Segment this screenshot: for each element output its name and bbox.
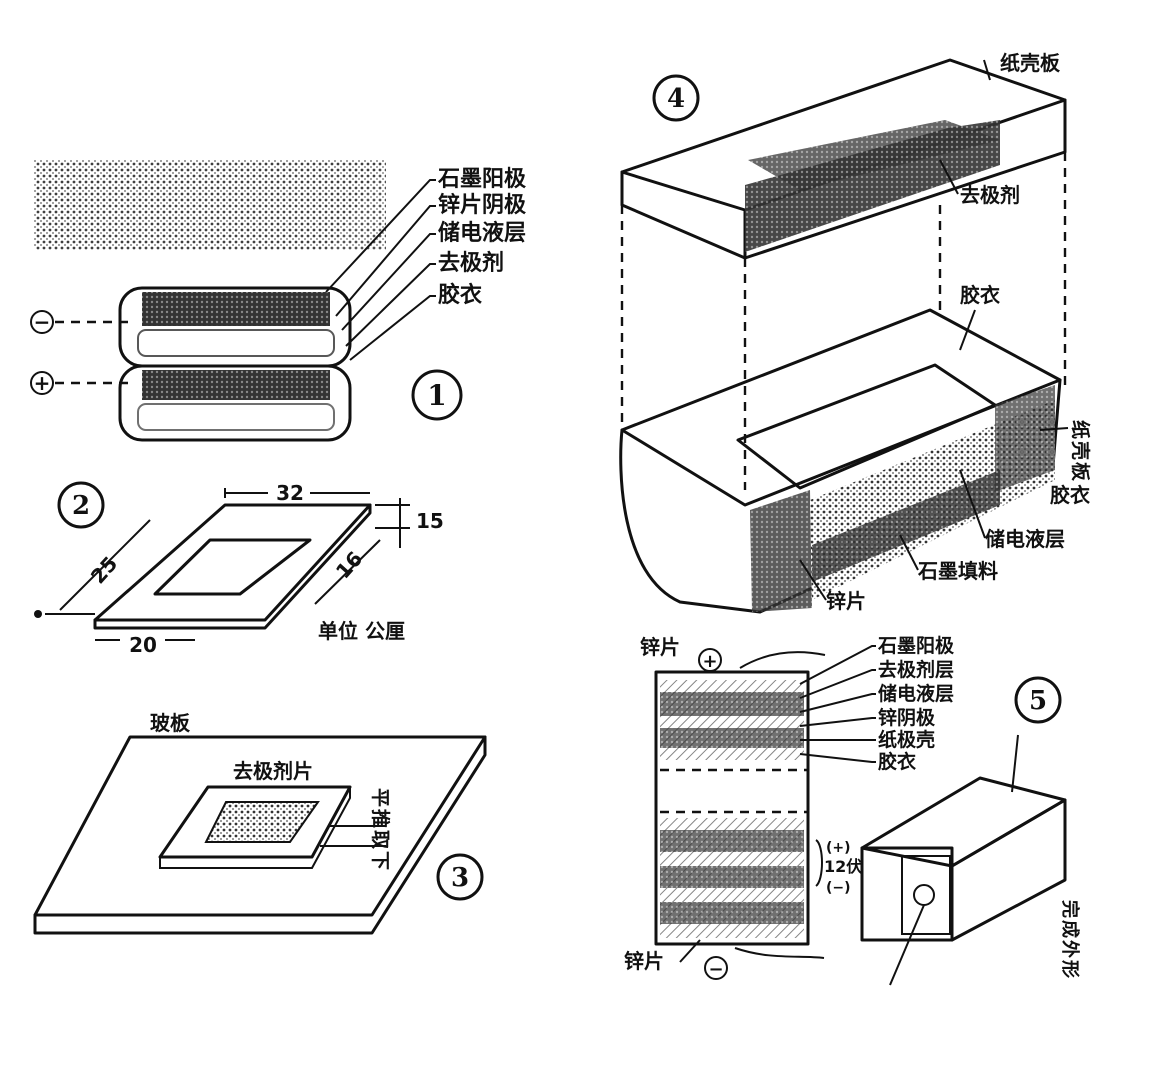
dimension-20: 20	[129, 633, 157, 657]
glass-plate	[33, 735, 487, 917]
label-zinc-cathode: 锌阴极	[878, 706, 936, 729]
figure-5-number: 5	[1029, 686, 1047, 716]
voltage-top-label: (+)	[826, 840, 851, 856]
box-side-coating-label: 胶衣	[1050, 483, 1090, 507]
cell-top-graphite	[142, 292, 330, 326]
label-zinc-cathode: 锌片阴极	[438, 193, 527, 218]
box-side-left-layer	[750, 490, 812, 612]
figure-5: 锌片 + 石墨阳极 去极剂层 储电液层 锌阴极 纸极壳 胶衣 5 (+) 12伏…	[624, 634, 1081, 986]
complete-form-label: 完成外形	[1059, 900, 1081, 980]
cell-bottom	[118, 364, 352, 442]
positive-sign: +	[34, 371, 51, 395]
dimension-15: 15	[416, 509, 444, 533]
figure-4: 4 纸壳板 去极剂 胶衣 纸壳板 胶衣 储电液层 石墨填料	[619, 51, 1092, 614]
figure-3-number: 3	[451, 863, 469, 893]
positive-terminal-icon	[698, 648, 722, 672]
dimension-25: 25	[86, 552, 122, 589]
depolarizer-sheet-label: 去极剂片	[233, 759, 313, 783]
positive-sign: +	[702, 651, 717, 672]
figure-4-number: 4	[667, 84, 685, 114]
electrolyte-layer-label: 储电液层	[985, 527, 1065, 551]
label-graphite-anode: 石墨阳极	[437, 167, 527, 192]
svg-text:平推取下: 平推取下	[369, 788, 392, 872]
figure-number-circle	[1014, 676, 1062, 724]
svg-text:完成外形: 完成外形	[1059, 900, 1081, 980]
cell-bottom-graphite	[142, 370, 330, 400]
dimension-16: 16	[331, 547, 367, 584]
figure-number-circle	[652, 74, 700, 122]
figure-2: 2 32 15 25 16 20 单位 公厘	[34, 481, 444, 657]
zinc-label: 锌片	[826, 589, 866, 613]
figure-3: 玻板 去极剂片 平推取下 3	[33, 711, 487, 935]
label-graphite-anode: 石墨阳极	[877, 634, 955, 657]
label-electrolyte-layer: 储电液层	[878, 682, 954, 705]
figure-number-circle	[411, 369, 463, 421]
label-coating: 胶衣	[438, 282, 482, 308]
negative-sign: −	[34, 310, 51, 334]
lid-depolarizer-label: 去极剂	[960, 183, 1020, 207]
label-paper-shell: 纸极壳	[878, 728, 935, 751]
unit-label: 单位 公厘	[318, 619, 405, 643]
box-paperboard-label: 纸壳板	[1069, 420, 1092, 483]
depolarizer-sheet	[158, 785, 352, 859]
top-zinc-label: 锌片	[640, 635, 680, 659]
press-off-label: 平推取下	[369, 788, 392, 872]
figure-2-number: 2	[72, 491, 90, 521]
box-coating-label: 胶衣	[960, 283, 1000, 307]
figure-1-number: 1	[427, 379, 446, 412]
positive-terminal-icon	[30, 371, 54, 395]
negative-terminal-icon	[704, 956, 728, 980]
glass-plate-label: 玻板	[150, 711, 191, 735]
negative-terminal-icon	[30, 310, 54, 334]
graphite-fill-label: 石墨填料	[917, 559, 998, 583]
voltage-bottom-label: (−)	[826, 880, 851, 896]
figure-number-circle	[436, 853, 484, 901]
cell-stack	[654, 670, 810, 946]
label-depolarizer: 去极剂	[438, 250, 504, 276]
finished-battery-block	[860, 734, 1067, 986]
svg-text:纸壳板: 纸壳板	[1069, 420, 1092, 483]
label-coating: 胶衣	[878, 750, 916, 773]
bottom-zinc-label: 锌片	[624, 949, 664, 973]
figure-1: − + 石墨阳极 锌片阴极 储电液层 去极剂 胶衣 1	[30, 160, 527, 442]
voltage-label: 12伏	[824, 857, 862, 876]
plate-outline	[93, 503, 372, 622]
figure-number-circle	[57, 481, 105, 529]
negative-sign: −	[708, 959, 723, 980]
label-depolarizer-layer: 去极剂层	[878, 658, 954, 681]
plate-window	[153, 538, 312, 596]
depolarizer-core	[204, 801, 320, 843]
lid-paperboard-label: 纸壳板	[1000, 51, 1061, 75]
dimension-32: 32	[276, 481, 304, 505]
label-electrolyte-layer: 储电液层	[438, 220, 526, 246]
